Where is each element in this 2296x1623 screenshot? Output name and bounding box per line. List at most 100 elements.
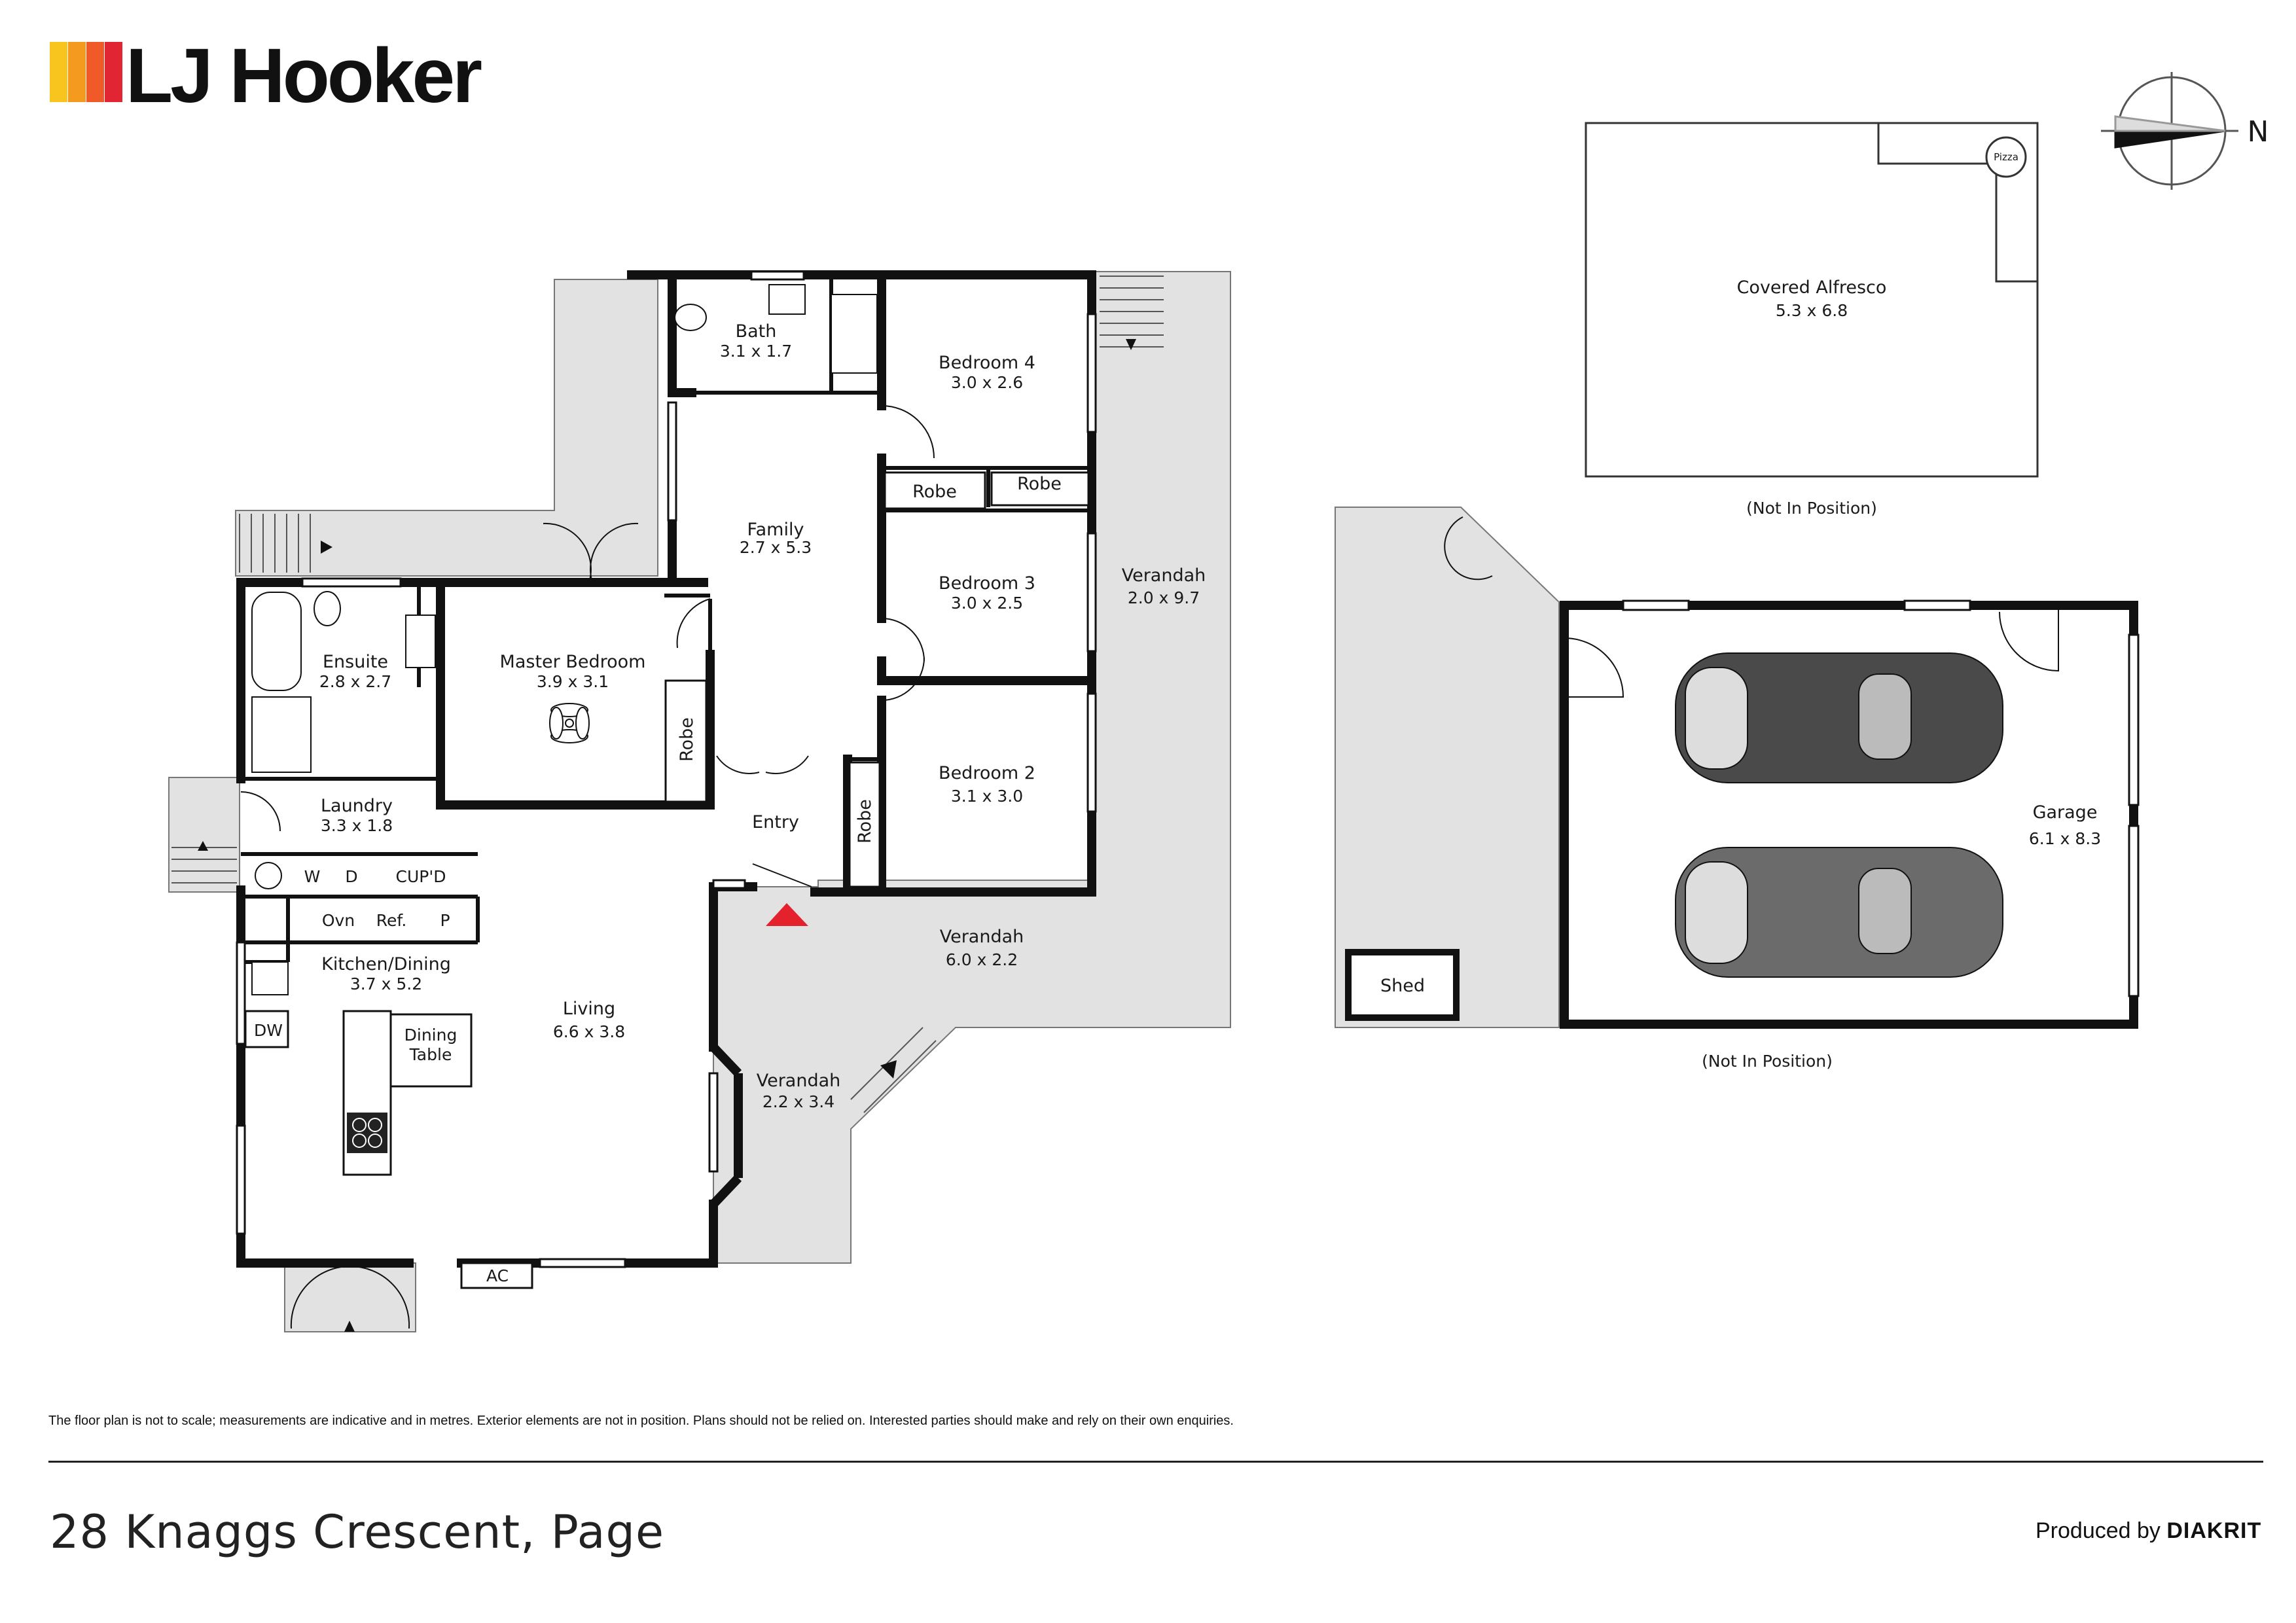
dining-table-label-2: Table — [409, 1045, 452, 1064]
shed-label: Shed — [1380, 976, 1425, 996]
window — [1086, 692, 1097, 813]
verandah-front-dims: 6.0 x 2.2 — [946, 950, 1018, 969]
window — [1086, 532, 1097, 652]
dryer-label: D — [345, 867, 357, 886]
living-label: Living — [563, 999, 615, 1019]
car-icon — [1675, 652, 2003, 783]
bedroom3-label: Bedroom 3 — [939, 573, 1035, 594]
laundry-dims: 3.3 x 1.8 — [321, 816, 393, 835]
bedroom3-dims: 3.0 x 2.5 — [951, 594, 1023, 613]
door — [240, 791, 281, 832]
ac-unit — [460, 1262, 533, 1289]
bedroom4-label: Bedroom 4 — [939, 353, 1035, 373]
bath-dims: 3.1 x 1.7 — [720, 342, 792, 361]
toilet-icon — [314, 591, 341, 626]
laundry-landing — [168, 777, 240, 893]
window — [708, 1072, 719, 1173]
pizza-label: Pizza — [1994, 151, 2018, 163]
window — [301, 577, 402, 588]
bay-walls — [709, 1044, 743, 1207]
footer-divider — [48, 1461, 2263, 1463]
kitchen-landing — [284, 1262, 416, 1332]
pizza-oven-icon — [1985, 136, 2027, 178]
dining-table — [388, 1013, 473, 1088]
verandah-east-dims: 2.0 x 9.7 — [1128, 588, 1200, 607]
entry-label: Entry — [752, 812, 799, 832]
ceiling-fan-icon — [549, 703, 590, 743]
ac-label: AC — [486, 1266, 509, 1285]
dw-box — [244, 1010, 289, 1048]
brand-name: LJ Hooker — [126, 33, 482, 119]
master-bedroom-label: Master Bedroom — [500, 652, 646, 672]
door — [765, 755, 809, 774]
bedroom2-dims: 3.1 x 3.0 — [951, 787, 1023, 806]
robe-label-bed2: Robe — [855, 799, 875, 844]
disclaimer: The floor plan is not to scale; measurem… — [48, 1414, 1234, 1428]
window — [1622, 599, 1690, 611]
bathtub-icon — [251, 592, 302, 691]
bedroom4-dims: 3.0 x 2.6 — [951, 373, 1023, 392]
washer-label: W — [304, 867, 321, 886]
producer-credit: Produced by DIAKRIT — [2036, 1518, 2261, 1544]
window — [2128, 825, 2140, 997]
arrow-up-icon — [198, 841, 208, 851]
logo-bar-orange — [68, 42, 86, 102]
verandah-sw-label: Verandah — [757, 1071, 841, 1091]
robe-label: Robe — [912, 482, 957, 502]
shed — [1345, 949, 1460, 1021]
produced-by-label: Produced by — [2036, 1518, 2161, 1543]
door — [881, 618, 925, 662]
window — [667, 401, 677, 522]
kitchen-dining-label: Kitchen/Dining — [321, 954, 451, 974]
ensuite-dims: 2.8 x 2.7 — [319, 672, 391, 691]
door — [676, 598, 711, 649]
window — [2128, 633, 2140, 806]
producer-name: DIAKRIT — [2166, 1518, 2262, 1543]
pantry-label: P — [440, 911, 450, 930]
robe-label: Robe — [1017, 474, 1062, 494]
logo-bar-red-orange — [86, 42, 104, 102]
dining-table-label-1: Dining — [404, 1026, 457, 1044]
kitchen-dining-dims: 3.7 x 5.2 — [350, 974, 422, 993]
toilet-icon — [674, 304, 707, 331]
living-dims: 6.6 x 3.8 — [553, 1022, 625, 1041]
cooktop-icon — [347, 1113, 387, 1153]
window — [1086, 313, 1097, 433]
door — [350, 1265, 410, 1329]
alfresco-not-in-position: (Not In Position) — [1746, 499, 1877, 518]
alfresco-label: Covered Alfresco — [1737, 277, 1887, 298]
logo-bar-red — [105, 42, 122, 102]
sink-icon — [251, 961, 289, 995]
step-arrows — [198, 339, 1136, 1332]
fridge-label: Ref. — [376, 911, 407, 930]
robe-box — [664, 679, 708, 803]
alfresco — [1585, 122, 2039, 478]
laundry-label: Laundry — [321, 796, 393, 816]
garage-dims: 6.1 x 8.3 — [2029, 829, 2101, 848]
compass-icon — [2101, 72, 2238, 190]
window — [1903, 599, 1971, 611]
bedroom2-label: Bedroom 2 — [939, 763, 1035, 783]
arrow-down-icon — [1126, 339, 1136, 350]
door — [716, 755, 760, 774]
robe-bed3 — [884, 471, 986, 510]
basin-icon — [405, 615, 436, 668]
laundry-tub-icon — [255, 862, 282, 889]
garage-windows — [1622, 599, 2140, 997]
shower-icon — [251, 696, 312, 773]
bath-fixtures — [251, 284, 878, 995]
verandah-front-label: Verandah — [940, 927, 1024, 947]
dishwasher-label: DW — [254, 1021, 283, 1040]
family-label: Family — [747, 520, 804, 540]
verandah-sw-dims: 2.2 x 3.4 — [762, 1092, 834, 1111]
car-icon — [1675, 847, 2003, 978]
entry-marker-icon — [766, 903, 808, 926]
door — [290, 1265, 351, 1329]
oven-label: Ovn — [322, 911, 355, 930]
robe-label-master: Robe — [677, 717, 697, 762]
master-bedroom-dims: 3.9 x 3.1 — [537, 672, 609, 691]
side-yard — [1335, 507, 1560, 1028]
windows — [236, 270, 1097, 1268]
garage-not-in-position: (Not In Position) — [1702, 1052, 1833, 1071]
